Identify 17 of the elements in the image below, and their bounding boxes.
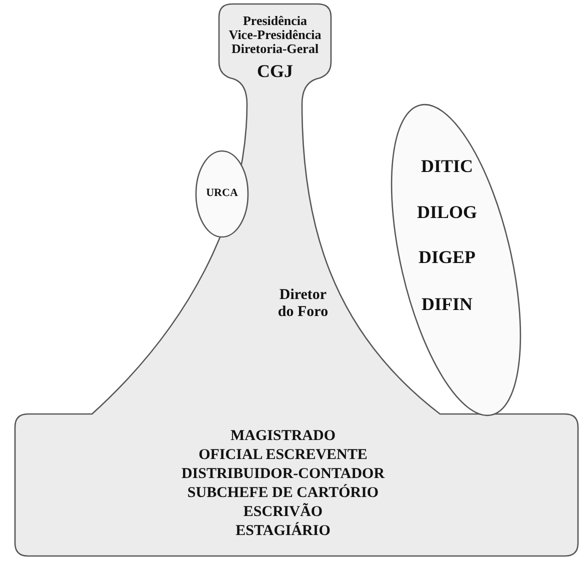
node-label: OFICIAL ESCREVENTE [198, 447, 368, 464]
node-label: DISTRIBUIDOR-CONTADOR [181, 466, 385, 482]
node-label: ESCRIVÃO [243, 504, 323, 520]
node-label: ESTAGIÁRIO [236, 523, 330, 540]
unit-ellipse [195, 150, 249, 238]
node-label: DITIC [421, 157, 473, 177]
node-label: Diretoria-Geral [231, 42, 319, 56]
node-label: Vice-Presidência [228, 28, 322, 42]
node-label: CGJ [257, 62, 293, 82]
node-label: DIFIN [422, 295, 472, 315]
node-label: DIGEP [418, 248, 476, 268]
node-label: DILOG [417, 203, 477, 223]
node-label: URCA [206, 187, 238, 200]
node-label: MAGISTRADO [230, 428, 336, 444]
node-label: SUBCHEFE DE CARTÓRIO [187, 485, 379, 502]
node-label: Presidência [242, 14, 308, 28]
node-label: Diretor do Foro [276, 287, 330, 320]
